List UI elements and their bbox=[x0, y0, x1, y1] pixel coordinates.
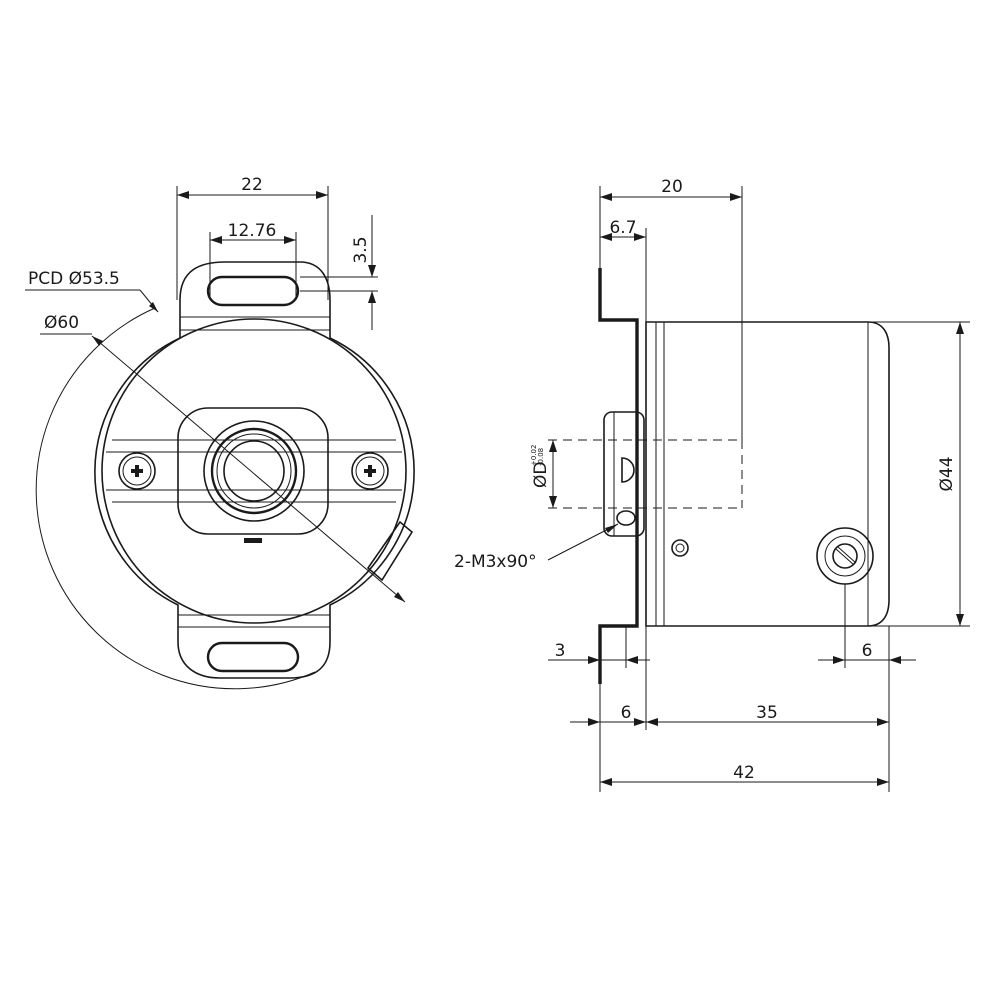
screw-left-icon bbox=[118, 452, 156, 490]
collar-screw-bottom bbox=[616, 510, 636, 526]
dim-42-label: 42 bbox=[733, 763, 755, 783]
bore-tol-lower: -0.08 bbox=[537, 448, 545, 466]
dim-12-arrow-r bbox=[284, 236, 296, 244]
dim-20-arrow-l bbox=[600, 193, 612, 201]
encoder-body-circle bbox=[101, 318, 407, 624]
dim-6-flange-label: 6 bbox=[621, 703, 632, 723]
dim-44-label: Ø44 bbox=[937, 456, 957, 491]
dim-6-flange-arrow-l bbox=[588, 718, 600, 726]
dim-3-label: 3 bbox=[555, 641, 566, 661]
dia-60-leader bbox=[91, 335, 406, 603]
pcd-arrow bbox=[149, 302, 158, 312]
dim-42-arrow-l bbox=[600, 778, 612, 786]
bore-tol-upper: +0.02 bbox=[530, 445, 538, 466]
dim-35-label: 35 bbox=[756, 703, 778, 723]
dim-6-7-arrow-l bbox=[600, 233, 612, 241]
mounting-slot-bottom bbox=[206, 641, 300, 673]
dim-6-gland-arrow-l bbox=[833, 656, 845, 664]
dia-60-arrow-end bbox=[394, 592, 405, 602]
dim-6-7-label: 6.7 bbox=[609, 218, 636, 238]
dim-20-label: 20 bbox=[661, 177, 683, 197]
hollow-shaft-bore bbox=[223, 440, 285, 502]
screw-leader-arrow bbox=[605, 524, 618, 533]
encoder-housing bbox=[645, 321, 890, 627]
dia-60-arrow-start bbox=[92, 336, 103, 346]
collar-screw-top bbox=[621, 457, 635, 483]
clamp-collar bbox=[603, 411, 645, 537]
hub-ring-3 bbox=[216, 433, 292, 509]
mounting-bracket bbox=[598, 268, 639, 684]
dim-44-arrow-top bbox=[956, 322, 964, 334]
dim-6-7-arrow-r bbox=[634, 233, 646, 241]
dim-3-5-arrow-bottom bbox=[368, 291, 376, 303]
dim-12-arrow-l bbox=[210, 236, 222, 244]
hub-set-screw-mark bbox=[244, 538, 262, 543]
cable-gland-side-icon bbox=[816, 527, 874, 585]
mounting-slot-top bbox=[206, 275, 300, 307]
dim-3-5-label: 3.5 bbox=[351, 236, 371, 263]
dim-12-76-label: 12.76 bbox=[228, 221, 277, 241]
dim-22-arrow-l bbox=[177, 191, 189, 199]
dim-42-arrow-r bbox=[877, 778, 889, 786]
dim-35-arrow-l bbox=[646, 718, 658, 726]
dim-6-gland-arrow-r bbox=[889, 656, 901, 664]
dim-20-arrow-r bbox=[730, 193, 742, 201]
front-view: Ø60 PCD Ø53.5 22 12.76 3.5 bbox=[25, 175, 415, 690]
dim-bore-arrow-top bbox=[549, 440, 557, 452]
dim-35-arrow-r bbox=[877, 718, 889, 726]
dim-44-arrow-bottom bbox=[956, 614, 964, 626]
hub-outer-ring bbox=[203, 420, 305, 522]
dim-3-arrow-l bbox=[588, 656, 600, 664]
screw-label: 2-M3x90° bbox=[454, 552, 537, 572]
dim-6-gland-label: 6 bbox=[862, 641, 873, 661]
cable-gland bbox=[366, 520, 414, 582]
dim-22-arrow-r bbox=[316, 191, 328, 199]
dim-3-5-arrow-top bbox=[368, 265, 376, 277]
hub-block bbox=[177, 407, 329, 535]
housing-small-screw-inner bbox=[675, 543, 685, 553]
dia-60-label: Ø60 bbox=[44, 313, 79, 333]
bore-label: ØD bbox=[531, 462, 551, 488]
dim-6-flange-arrow-r bbox=[634, 718, 646, 726]
hub-ring-2 bbox=[210, 427, 298, 515]
side-view: ØD +0.02 -0.08 2-M3x90° 20 6.7 Ø44 3 bbox=[454, 177, 970, 792]
housing-small-screw bbox=[671, 539, 689, 557]
pcd-label: PCD Ø53.5 bbox=[28, 269, 120, 289]
dim-bore-arrow-bottom bbox=[549, 496, 557, 508]
outer-diameter-arc bbox=[35, 307, 316, 690]
screw-right-icon bbox=[351, 452, 389, 490]
dim-22-label: 22 bbox=[241, 175, 263, 195]
dim-3-arrow-r bbox=[626, 656, 638, 664]
